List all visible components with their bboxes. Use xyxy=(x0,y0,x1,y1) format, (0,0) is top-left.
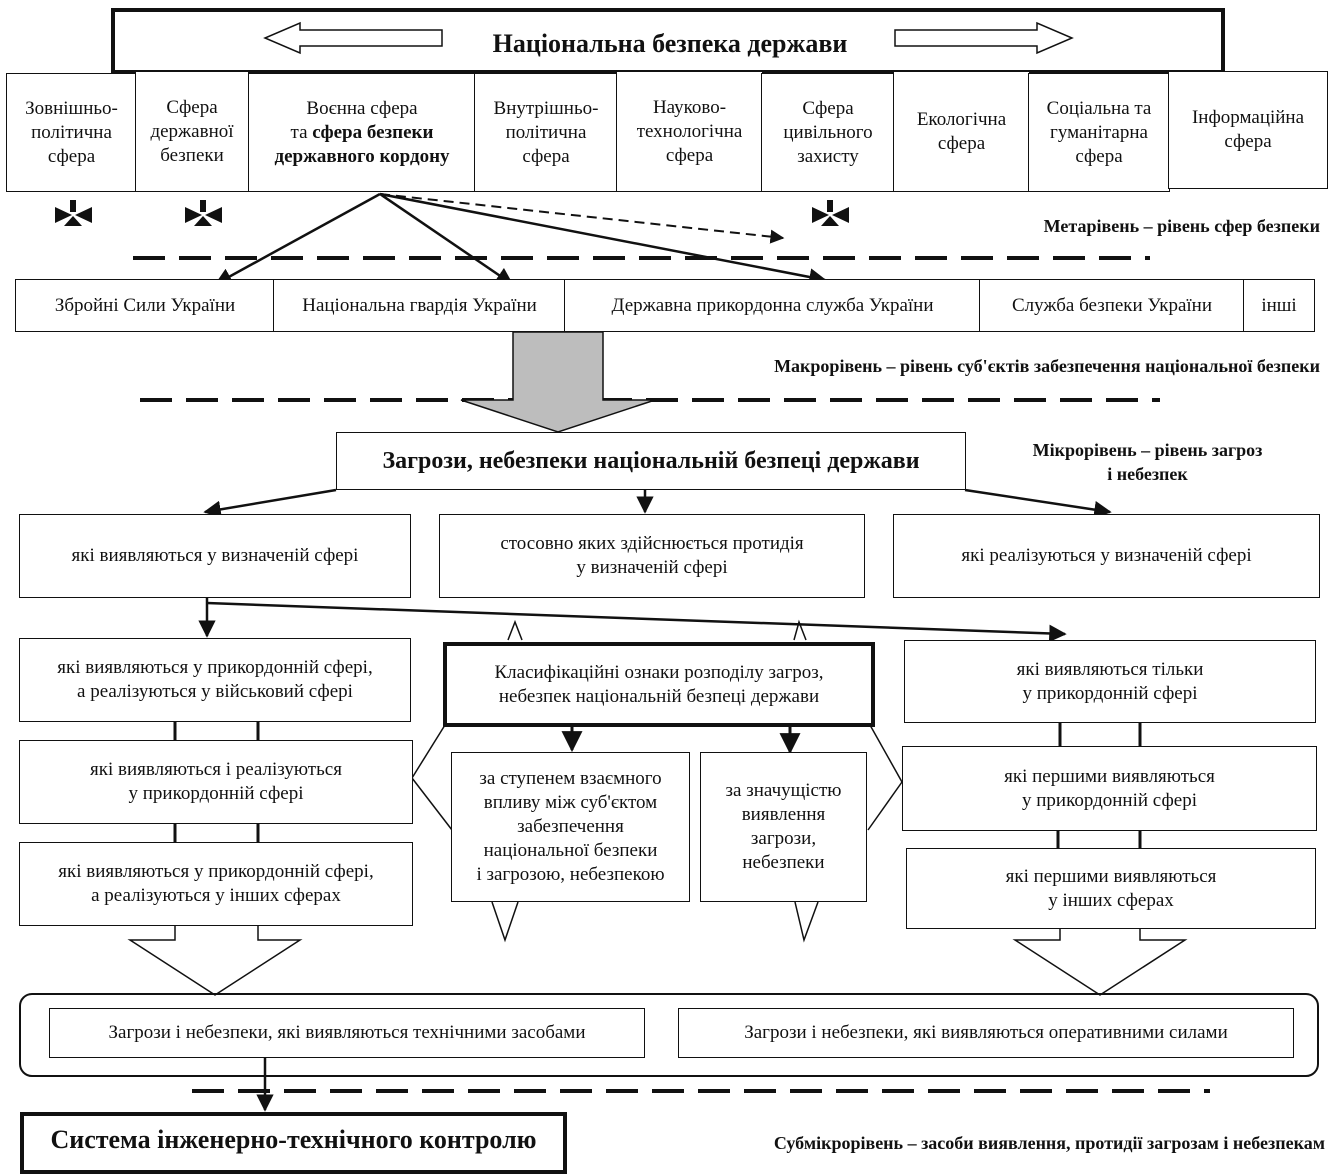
system-title: Система інженерно-технічного контролю xyxy=(50,1125,537,1154)
classification-by-influence: за ступенем взаємного впливу між суб'єкт… xyxy=(451,752,690,902)
threat-realized-label: які реалізуються у визначеній сфері xyxy=(961,545,1252,566)
left-box-border-border: які виявляються і реалізуються у прикорд… xyxy=(19,740,413,824)
sphere-civil-protection: Сфера цивільного захисту xyxy=(761,73,895,192)
sphere-label: Внутрішньо- політична сфера xyxy=(493,97,599,167)
right-box-label: які першими виявляються у прикордонній с… xyxy=(1004,765,1215,811)
subject-label: Збройні Сили України xyxy=(54,294,236,316)
bowtie-icon xyxy=(812,200,849,226)
subject-label: Служба безпеки України xyxy=(1011,294,1213,316)
threat-counteracted-label: стосовно яких здійснюється протидія у ви… xyxy=(500,533,804,578)
sphere-military-border: Воєнна сфера та сфера безпеки державного… xyxy=(248,73,476,192)
classification-by-significance: за значущістю виявлення загрози, небезпе… xyxy=(700,752,867,902)
subject-label: інші xyxy=(1261,294,1297,316)
sphere-military-line1: Воєнна сфера xyxy=(306,97,418,119)
left-box-label: які виявляються у прикордонній сфері, а … xyxy=(57,657,373,702)
classification-label: Класифікаційні ознаки розподілу загроз, … xyxy=(494,661,824,707)
classification-sub-label: за значущістю виявлення загрози, небезпе… xyxy=(725,780,842,873)
left-box-border-other: які виявляються у прикордонній сфері, а … xyxy=(19,842,413,926)
sphere-internal-policy: Внутрішньо- політична сфера xyxy=(474,73,618,192)
sphere-ecological: Екологічна сфера xyxy=(893,71,1030,192)
right-box-only-border: які виявляються тільки у прикордонній сф… xyxy=(904,640,1316,723)
big-gray-arrow xyxy=(460,331,656,433)
sphere-label: Соціальна та гуманітарна сфера xyxy=(1046,97,1152,167)
detection-frame xyxy=(19,993,1319,1077)
sphere-label: Сфера державної безпеки xyxy=(150,96,234,166)
sphere-foreign-policy: Зовнішньо- політична сфера xyxy=(6,73,137,192)
meta-level-label: Метарівень – рівень сфер безпеки xyxy=(1043,216,1320,236)
detection-operational-label: Загрози і небезпеки, які виявляються опе… xyxy=(744,1022,1228,1043)
bowtie-icon xyxy=(185,200,222,226)
page-title: Національна безпека держави xyxy=(492,29,848,58)
subject-security-service: Служба безпеки України xyxy=(979,279,1245,332)
left-box-label: які виявляються у прикордонній сфері, а … xyxy=(58,861,374,906)
threat-realized-box: які реалізуються у визначеній сфері xyxy=(893,514,1320,598)
macro-level-label: Макрорівень – рівень суб'єктів забезпече… xyxy=(774,356,1320,376)
detection-technical-label: Загрози і небезпеки, які виявляються тех… xyxy=(108,1022,586,1043)
threats-title-box: Загрози, небезпеки національній безпеці … xyxy=(336,432,966,490)
sphere-state-security: Сфера державної безпеки xyxy=(135,71,249,192)
sphere-military-bold2: державного кордону xyxy=(274,145,450,167)
sphere-science-technology: Науково- технологічна сфера xyxy=(616,71,763,192)
bowtie-icon xyxy=(55,200,92,226)
detection-technical-box: Загрози і небезпеки, які виявляються тех… xyxy=(49,1008,645,1058)
threat-counteracted-box: стосовно яких здійснюється протидія у ви… xyxy=(439,514,865,598)
subject-border-service: Державна прикордонна служба України xyxy=(564,279,981,332)
subject-national-guard: Національна гвардія України xyxy=(273,279,566,332)
sphere-label: Науково- технологічна сфера xyxy=(636,96,743,166)
left-hollow-down-arrow xyxy=(127,925,303,996)
threat-detected-label: які виявляються у визначеній сфері xyxy=(71,545,359,566)
right-hollow-down-arrow xyxy=(1012,925,1188,996)
subject-label: Державна прикордонна служба України xyxy=(611,294,934,316)
sphere-military-prefix: та xyxy=(290,121,313,143)
subject-armed-forces: Збройні Сили України xyxy=(15,279,275,332)
sphere-social-humanitarian: Соціальна та гуманітарна сфера xyxy=(1028,73,1170,192)
system-box: Система інженерно-технічного контролю xyxy=(20,1112,567,1174)
sphere-label: Інформаційна сфера xyxy=(1191,107,1305,152)
classification-sub-label: за ступенем взаємного впливу між суб'єкт… xyxy=(476,768,665,885)
sphere-information: Інформаційна сфера xyxy=(1168,71,1328,189)
sphere-military-bold1: сфера безпеки xyxy=(312,121,434,143)
micro-level-label: Мікрорівень – рівень загроз і небезпек xyxy=(1032,440,1263,484)
left-hollow-arrow xyxy=(263,21,443,55)
classification-box: Класифікаційні ознаки розподілу загроз, … xyxy=(443,642,875,727)
left-box-border-military: які виявляються у прикордонній сфері, а … xyxy=(19,638,411,722)
sphere-label: Зовнішньо- політична сфера xyxy=(25,97,118,167)
detection-operational-box: Загрози і небезпеки, які виявляються опе… xyxy=(678,1008,1294,1058)
threat-detected-box: які виявляються у визначеній сфері xyxy=(19,514,411,598)
sphere-label: Сфера цивільного захисту xyxy=(783,97,873,167)
right-box-label: які виявляються тільки у прикордонній сф… xyxy=(1016,658,1204,704)
subject-label: Національна гвардія України xyxy=(302,294,537,316)
right-box-first-border: які першими виявляються у прикордонній с… xyxy=(902,746,1317,831)
left-box-label: які виявляються і реалізуються у прикорд… xyxy=(90,759,342,804)
right-box-label: які першими виявляються у інших сферах xyxy=(1005,865,1217,911)
subject-others: інші xyxy=(1243,279,1315,332)
sphere-label: Екологічна сфера xyxy=(916,108,1007,154)
right-hollow-arrow xyxy=(894,21,1074,55)
submicro-level-label: Субмікрорівень – засоби виявлення, проти… xyxy=(773,1133,1325,1153)
threats-title: Загрози, небезпеки національній безпеці … xyxy=(382,448,920,474)
right-box-first-other: які першими виявляються у інших сферах xyxy=(906,848,1316,929)
